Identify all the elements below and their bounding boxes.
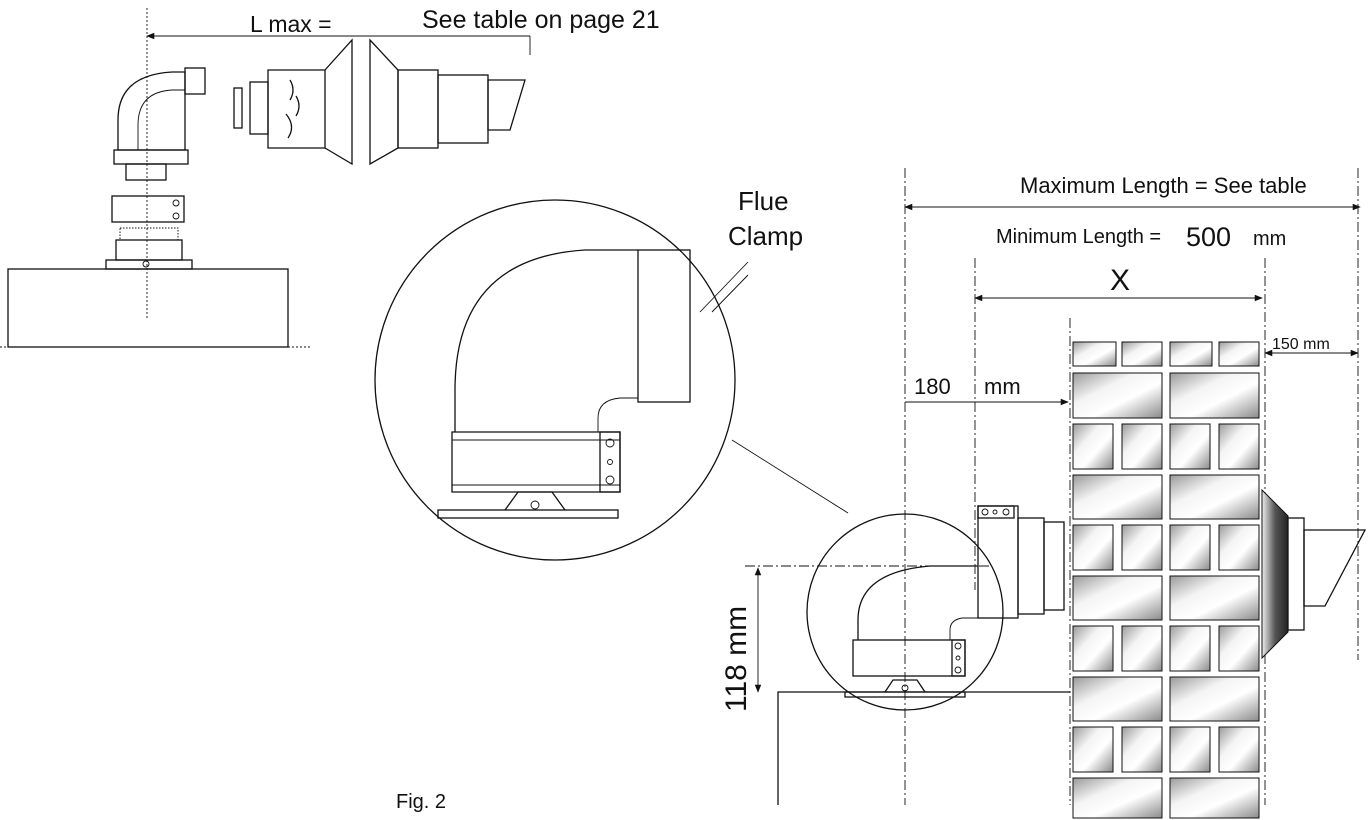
detail-magnified — [374, 199, 849, 561]
flue-label: Flue — [738, 186, 789, 216]
minimum-length-prefix: Minimum Length = — [996, 226, 1161, 248]
brick-wall — [1069, 318, 1260, 819]
x-dimension-label: X — [1110, 264, 1130, 297]
maximum-length-label: Maximum Length = See table — [1020, 173, 1307, 198]
flue-terminal — [1261, 488, 1367, 660]
exploded-view — [0, 8, 531, 348]
minimum-length-value: 500 — [1186, 222, 1231, 252]
dim-180-unit: mm — [984, 374, 1021, 399]
minimum-length-unit: mm — [1253, 228, 1286, 250]
l-max-value: See table on page 21 — [422, 6, 660, 34]
dim-180-label: 180 — [914, 374, 951, 399]
dim-118-label: 118 mm — [720, 606, 753, 712]
figure-caption: Fig. 2 — [396, 791, 446, 813]
dim-150-label: 150 mm — [1272, 336, 1330, 353]
l-max-label: L max = — [250, 11, 332, 37]
clamp-label: Clamp — [728, 221, 803, 251]
installation-view — [745, 168, 1367, 819]
